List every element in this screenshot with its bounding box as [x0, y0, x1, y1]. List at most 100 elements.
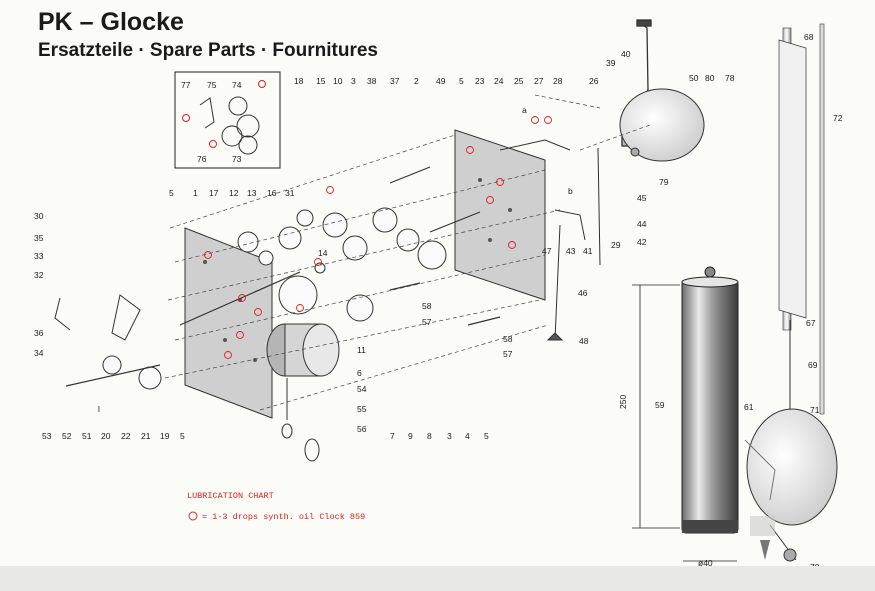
part-label-5-left: 5	[169, 188, 174, 198]
part-label-18: 18	[294, 76, 304, 86]
part-label-57-b: 57	[503, 349, 513, 359]
part-label-30: 30	[34, 211, 44, 221]
lubrication-heading: LUBRICATION CHART	[187, 491, 274, 501]
part-label-80: 80	[705, 73, 715, 83]
part-label-14: 14	[318, 248, 328, 258]
part-label-44: 44	[637, 219, 647, 229]
part-label-75: 75	[207, 80, 217, 90]
part-label-5-bottom: 5	[180, 431, 185, 441]
assembly-lines	[164, 94, 651, 411]
part-label-31: 31	[285, 188, 295, 198]
part-label-21: 21	[141, 431, 151, 441]
part-label-25: 25	[514, 76, 524, 86]
part-label-51: 51	[82, 431, 92, 441]
front-plate	[184, 227, 273, 419]
dimension-l: l	[98, 404, 100, 414]
part-label-67: 67	[806, 318, 816, 328]
part-label-78: 78	[725, 73, 735, 83]
part-label-6: 6	[357, 368, 362, 378]
part-label-74: 74	[232, 80, 242, 90]
part-label-79: 79	[659, 177, 669, 187]
part-label-45: 45	[637, 193, 647, 203]
part-label-48: 48	[579, 336, 589, 346]
inset-detail-box	[174, 71, 281, 169]
part-label-11: 11	[357, 345, 366, 355]
pendulum-disc	[744, 408, 838, 562]
part-label-28: 28	[553, 76, 563, 86]
dimension-b: b	[568, 186, 573, 196]
pendulum-cylinder	[681, 266, 739, 534]
part-label-40: 40	[621, 49, 631, 59]
part-label-3-bottom: 3	[447, 431, 452, 441]
part-label-46: 46	[578, 288, 588, 298]
lubrication-chart-legend: LUBRICATION CHART = 1-3 drops synth. oil…	[187, 491, 365, 522]
part-label-50: 50	[689, 73, 699, 83]
part-label-36: 36	[34, 328, 44, 338]
part-label-15: 15	[316, 76, 326, 86]
part-label-71: 71	[810, 405, 820, 415]
part-label-22: 22	[121, 431, 131, 441]
part-label-52: 52	[62, 431, 72, 441]
part-label-32: 32	[34, 270, 44, 280]
part-label-55: 55	[357, 404, 367, 414]
part-label-58-b: 58	[503, 334, 513, 344]
part-label-47: 47	[542, 246, 552, 256]
part-label-69: 69	[808, 360, 818, 370]
part-label-23: 23	[475, 76, 485, 86]
part-label-70: 70	[810, 562, 820, 566]
part-label-5-top: 5	[459, 76, 464, 86]
chain	[281, 378, 320, 462]
pendulum-rod	[778, 23, 825, 415]
lubrication-note: = 1-3 drops synth. oil Clock 859	[202, 512, 365, 522]
part-label-49: 49	[436, 76, 446, 86]
height-dimension: 250	[618, 395, 628, 409]
diameter-dimension: ø40	[698, 558, 713, 566]
part-label-61: 61	[744, 402, 754, 412]
part-label-54: 54	[357, 384, 367, 394]
part-label-7: 7	[390, 431, 395, 441]
part-label-1: 1	[193, 188, 198, 198]
part-label-77: 77	[181, 80, 191, 90]
dimension-labels: 250 ø40 a b l	[98, 105, 713, 566]
part-label-39: 39	[606, 58, 616, 68]
part-label-12: 12	[229, 188, 239, 198]
exploded-parts-diagram: 77 75 74 76 73 18 15 10 3 38 37 2 49 5 2…	[34, 19, 843, 566]
part-label-20: 20	[101, 431, 111, 441]
part-label-8: 8	[427, 431, 432, 441]
part-label-4: 4	[465, 431, 470, 441]
dimension-lines	[632, 284, 737, 562]
part-label-76: 76	[197, 154, 207, 164]
part-label-59: 59	[655, 400, 665, 410]
levers	[54, 139, 601, 341]
scan-bottom-band	[0, 566, 875, 591]
part-label-2: 2	[414, 76, 419, 86]
part-label-43: 43	[566, 246, 576, 256]
part-label-68: 68	[804, 32, 814, 42]
page-title: PK – Glocke	[38, 8, 184, 36]
bell-dome	[619, 88, 705, 162]
part-label-73: 73	[232, 154, 242, 164]
part-label-13: 13	[247, 188, 257, 198]
part-label-5-bottom-right: 5	[484, 431, 489, 441]
part-label-9: 9	[408, 431, 413, 441]
dimension-a: a	[522, 105, 527, 115]
lubrication-points	[188, 116, 552, 521]
back-plate	[454, 129, 546, 301]
part-label-38: 38	[367, 76, 377, 86]
part-label-37: 37	[390, 76, 400, 86]
part-label-41: 41	[583, 246, 593, 256]
part-label-57-a: 57	[422, 317, 432, 327]
part-label-53: 53	[42, 431, 52, 441]
part-label-26: 26	[589, 76, 599, 86]
part-label-19: 19	[160, 431, 170, 441]
part-label-3-top: 3	[351, 76, 356, 86]
part-label-33: 33	[34, 251, 44, 261]
part-label-29: 29	[611, 240, 621, 250]
part-label-34: 34	[34, 348, 44, 358]
arbors	[65, 166, 501, 387]
part-label-58-a: 58	[422, 301, 432, 311]
part-label-42: 42	[637, 237, 647, 247]
part-label-10: 10	[333, 76, 343, 86]
page-subtitle: Ersatzteile · Spare Parts · Fournitures	[38, 40, 378, 61]
gear-train	[102, 207, 447, 390]
